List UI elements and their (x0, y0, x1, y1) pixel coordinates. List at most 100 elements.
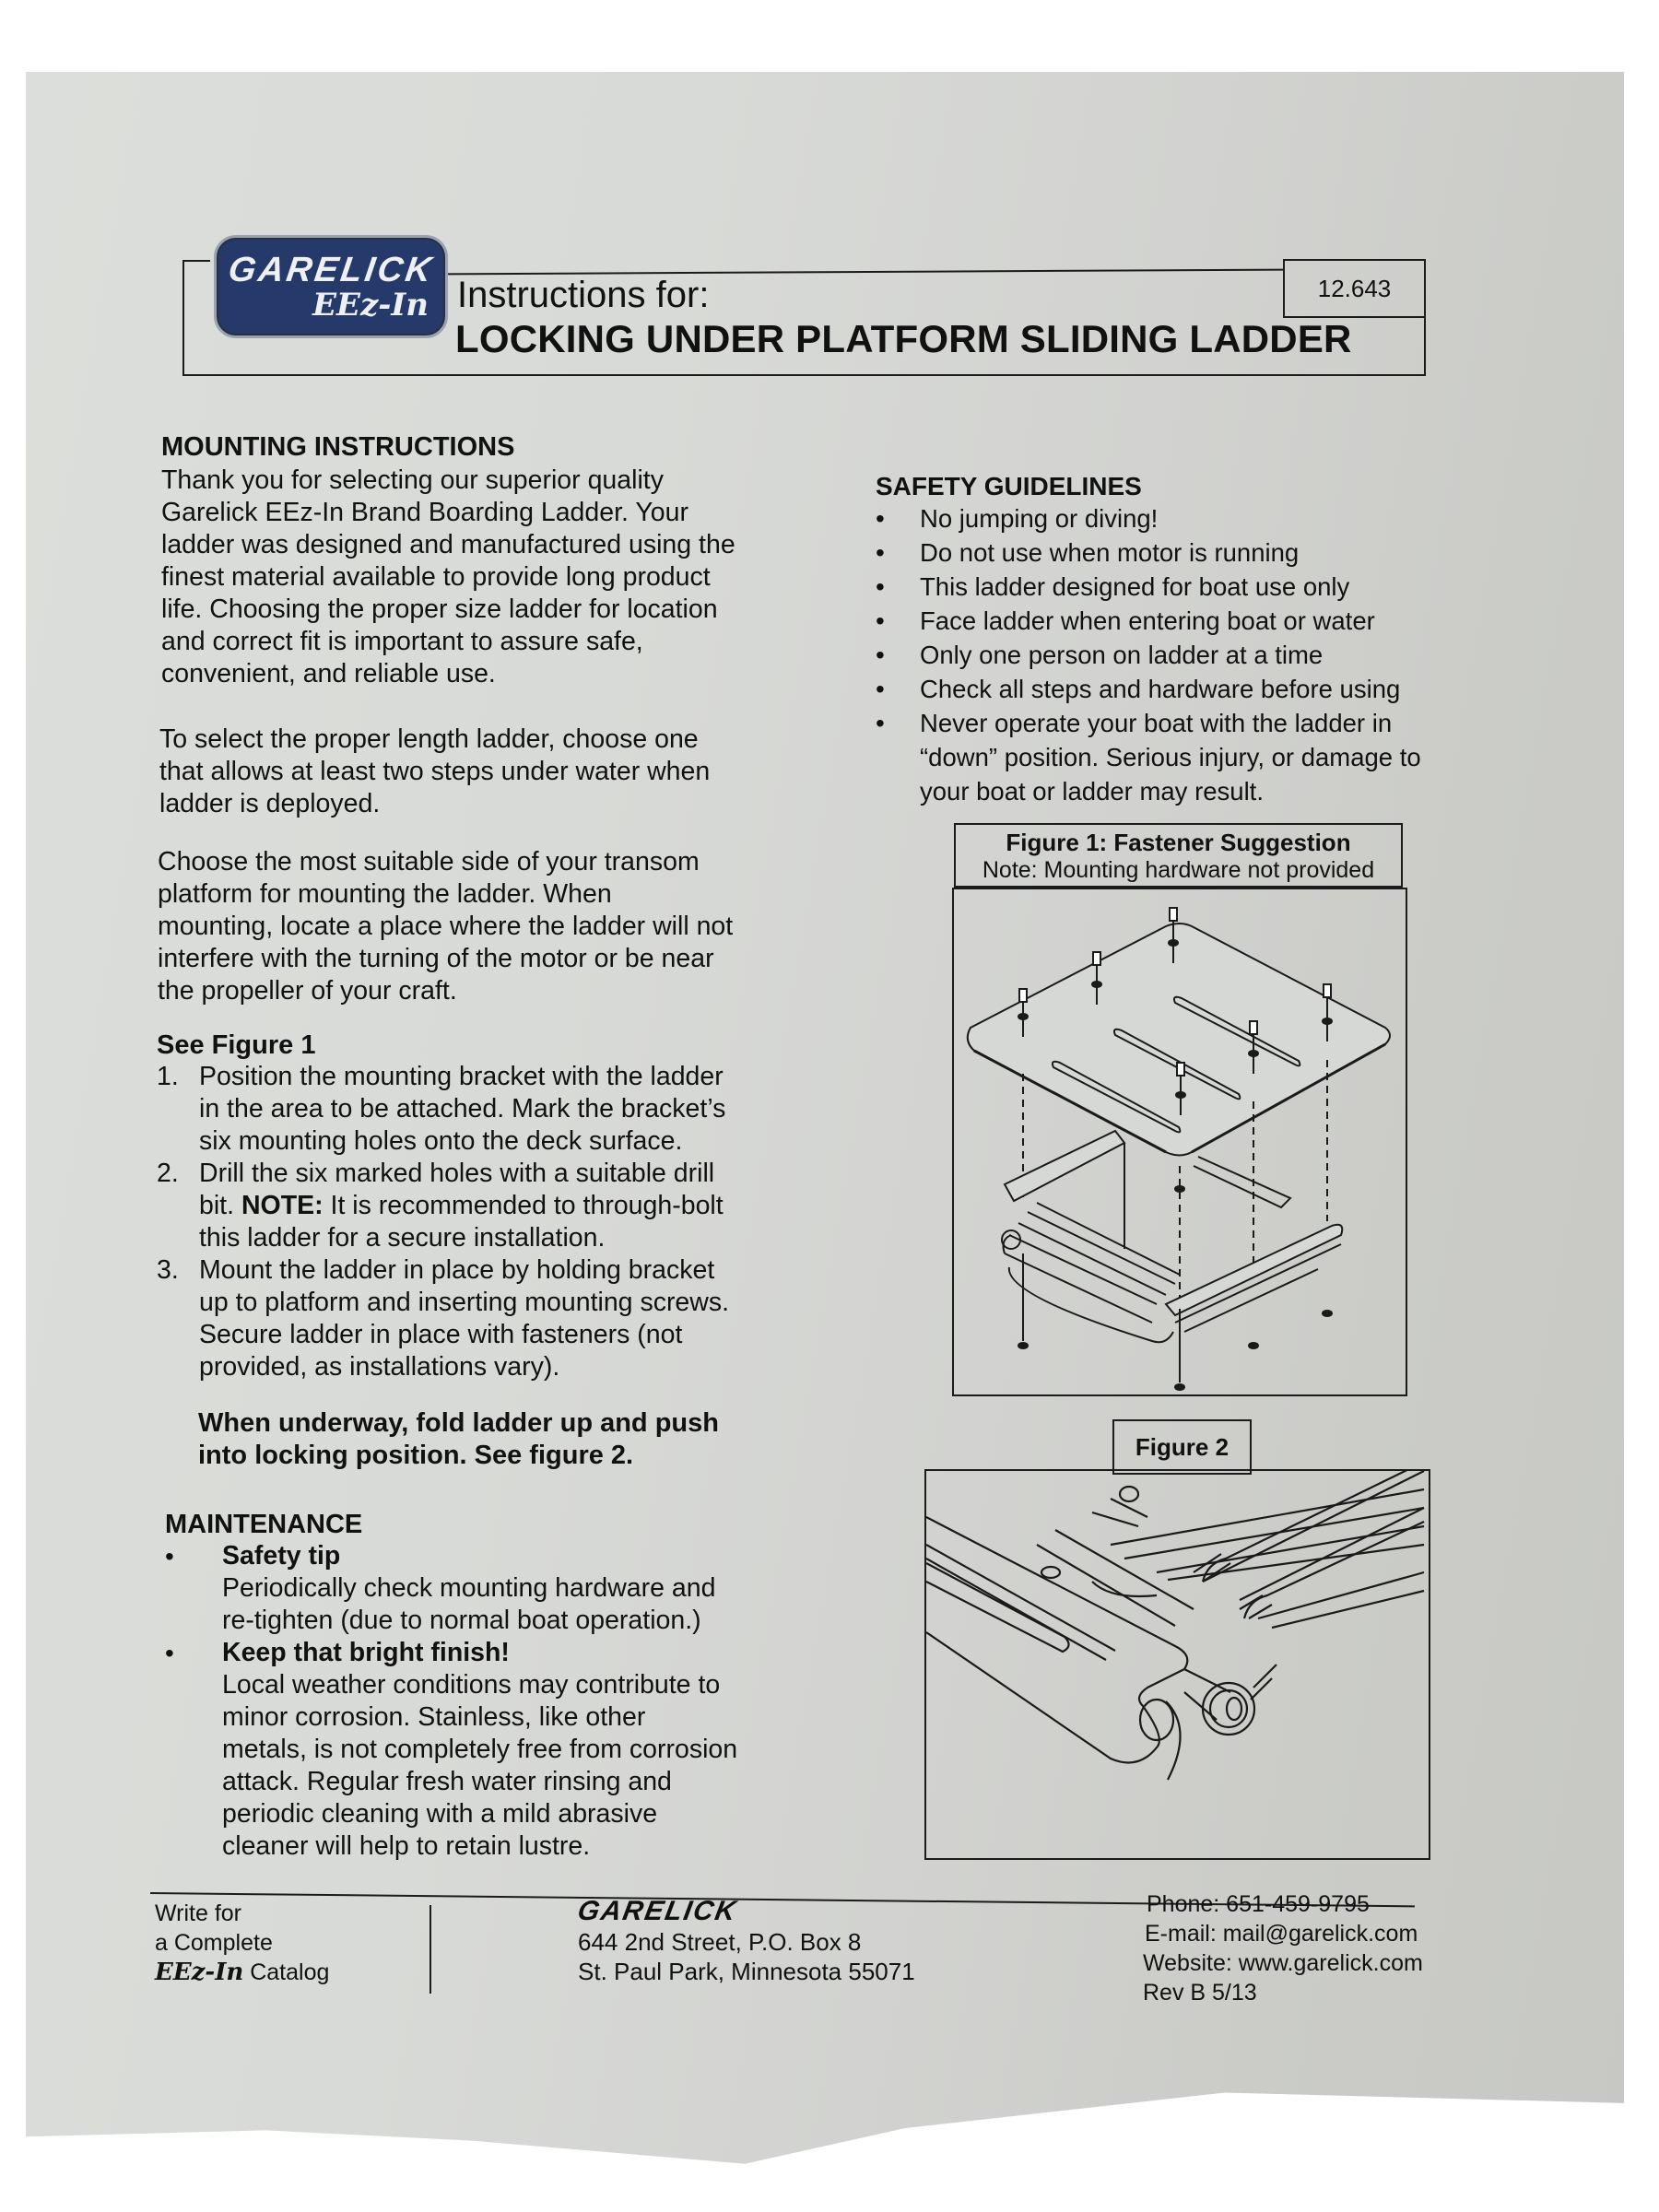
safety-item: Only one person on ladder at a time (876, 638, 1484, 672)
safety-heading: SAFETY GUIDELINES (876, 472, 1142, 500)
email-address: E-mail: mail@garelick.com (1145, 1921, 1418, 1947)
logo-brand: GARELICK (225, 250, 437, 289)
step-number: 2. (157, 1159, 179, 1188)
document-number-text: 12.643 (1317, 274, 1392, 302)
text-line: attack. Regular fresh water rinsing and (222, 1767, 672, 1796)
text-line: the propeller of your craft. (158, 976, 457, 1006)
text-line: Garelick EEz-In Brand Boarding Ladder. Y… (161, 498, 688, 527)
maintenance-list: Safety tip Periodically check mounting h… (165, 1540, 829, 1863)
text-line: finest material available to provide lon… (161, 562, 711, 592)
item-title: Safety tip (222, 1541, 341, 1571)
text-line: Write for (155, 1900, 241, 1926)
maintenance-item: Keep that bright finish! Local weather c… (165, 1637, 829, 1863)
text-line: Thank you for selecting our superior qua… (161, 465, 664, 495)
website-url: Website: www.garelick.com (1143, 1950, 1423, 1976)
company-address: GARELICK 644 2nd Street, P.O. Box 8 St. … (575, 1896, 915, 1986)
text-line: your boat or ladder may result. (920, 777, 1264, 806)
text-line: provided, as installations vary). (199, 1352, 560, 1382)
contact-info: Phone: 651-459-9795 E-mail: mail@garelic… (1143, 1889, 1423, 2007)
header-border-line (182, 260, 210, 262)
safety-item: Do not use when motor is running (876, 535, 1484, 570)
mounting-instructions-section: MOUNTING INSTRUCTIONS Thank you for sele… (161, 432, 825, 690)
note-label: NOTE: (241, 1191, 324, 1220)
text-line: Secure ladder in place with fasteners (n… (199, 1320, 683, 1349)
maintenance-section: MAINTENANCE Safety tip Periodically chec… (165, 1510, 829, 1863)
text-line: in the area to be attached. Mark the bra… (199, 1094, 726, 1124)
text-line: platform for mounting the ladder. When (158, 879, 612, 909)
maintenance-item: Safety tip Periodically check mounting h… (165, 1540, 829, 1637)
ladder-locking-detail-diagram (926, 1471, 1425, 1781)
text-line: “down” position. Serious injury, or dama… (920, 743, 1421, 771)
text-line: metals, is not completely free from corr… (222, 1735, 738, 1764)
step-item: 3. Mount the ladder in place by holding … (157, 1254, 820, 1383)
text-line: Mount the ladder in place by holding bra… (199, 1255, 715, 1285)
underway-note: When underway, fold ladder up and push i… (198, 1407, 843, 1472)
garelick-logo-text: GARELICK (575, 1896, 740, 1926)
text-line: a Complete (155, 1930, 273, 1956)
figure-2-illustration (924, 1469, 1430, 1860)
text-line: ladder was designed and manufactured usi… (161, 530, 735, 559)
text-line: interfere with the turning of the motor … (158, 944, 714, 973)
eezin-logo-text: EEz-In (155, 1959, 244, 1986)
ladder-length-paragraph: To select the proper length ladder, choo… (159, 724, 823, 820)
ladder-platform-exploded-diagram (966, 907, 1391, 1391)
mounting-intro: Thank you for selecting our superior qua… (161, 465, 825, 690)
text-line: up to platform and inserting mounting sc… (199, 1288, 730, 1317)
text-line: ladder is deployed. (159, 789, 381, 818)
step-number: 1. (157, 1062, 179, 1091)
step-item: 1. Position the mounting bracket with th… (157, 1061, 820, 1158)
figure-2-caption: Figure 2 (1112, 1419, 1252, 1475)
safety-guidelines-section: SAFETY GUIDELINES No jumping or diving! … (876, 472, 1484, 808)
figure-1-note: Note: Mounting hardware not provided (982, 857, 1375, 883)
phone-number: Phone: 651-459-9795 (1147, 1891, 1370, 1917)
figure-1-caption: Figure 1: Fastener Suggestion Note: Moun… (954, 823, 1403, 888)
text-line: this ladder for a secure installation. (199, 1223, 606, 1253)
text-fragment: bit. (199, 1191, 241, 1220)
text-line: periodic cleaning with a mild abrasive (222, 1799, 658, 1829)
safety-item: Face ladder when entering boat or water (876, 604, 1484, 638)
mounting-side-paragraph: Choose the most suitable side of your tr… (158, 846, 821, 1007)
safety-item: Check all steps and hardware before usin… (876, 672, 1484, 706)
safety-item: Never operate your boat with the ladder … (876, 706, 1484, 808)
text-line: Position the mounting bracket with the l… (199, 1062, 724, 1091)
catalog-request: Write for a Complete EEz-In Catalog (155, 1899, 329, 1987)
text-line: Local weather conditions may contribute … (222, 1670, 721, 1700)
revision-label: Rev B 5/13 (1143, 1980, 1257, 2006)
text-line: life. Choosing the proper size ladder fo… (161, 594, 718, 624)
garelick-eezin-logo: GARELICK EEz-In (214, 235, 448, 338)
steps-section: See Figure 1 1. Position the mounting br… (157, 1030, 820, 1383)
catalog-word: Catalog (250, 1959, 330, 1985)
text-line: bit. NOTE: It is recommended to through-… (199, 1190, 820, 1222)
safety-item: This ladder designed for boat use only (876, 570, 1484, 604)
text-line: minor corrosion. Stainless, like other (222, 1702, 646, 1732)
text-line: and correct fit is important to assure s… (161, 627, 643, 656)
address-line: St. Paul Park, Minnesota 55071 (578, 1958, 915, 1985)
footer-separator (429, 1905, 431, 1994)
text-line: cleaner will help to retain lustre. (222, 1831, 591, 1861)
figure-2-title: Figure 2 (1135, 1432, 1230, 1461)
text-line: Never operate your boat with the ladder … (920, 709, 1393, 737)
safety-item: No jumping or diving! (876, 501, 1484, 535)
header-frame (182, 260, 1426, 376)
instructions-for-label: Instructions for: (457, 275, 710, 315)
mounting-heading: MOUNTING INSTRUCTIONS (161, 432, 515, 462)
figure-1-illustration (952, 888, 1407, 1396)
step-number: 3. (157, 1255, 179, 1285)
text-line: six mounting holes onto the deck surface… (199, 1126, 683, 1156)
safety-list: No jumping or diving! Do not use when mo… (876, 501, 1484, 808)
text-line: mounting, locate a place where the ladde… (158, 912, 734, 941)
logo-sub: EEz-In (312, 286, 429, 324)
figure-1-title: Figure 1: Fastener Suggestion (1006, 829, 1351, 856)
see-figure-1-heading: See Figure 1 (157, 1030, 316, 1060)
document-number: 12.643 (1283, 259, 1426, 318)
text-fragment: It is recommended to through-bolt (323, 1191, 724, 1220)
text-line: convenient, and reliable use. (161, 659, 496, 688)
text-line: EEz-In Catalog (155, 1958, 329, 1987)
steps-list: 1. Position the mounting bracket with th… (157, 1061, 820, 1383)
text-line: Periodically check mounting hardware and (222, 1573, 716, 1603)
text-line: Drill the six marked holes with a suitab… (199, 1159, 715, 1188)
address-line: 644 2nd Street, P.O. Box 8 (578, 1928, 862, 1956)
maintenance-heading: MAINTENANCE (165, 1510, 363, 1539)
step-item: 2. Drill the six marked holes with a sui… (157, 1158, 820, 1254)
item-title: Keep that bright finish! (222, 1638, 510, 1667)
